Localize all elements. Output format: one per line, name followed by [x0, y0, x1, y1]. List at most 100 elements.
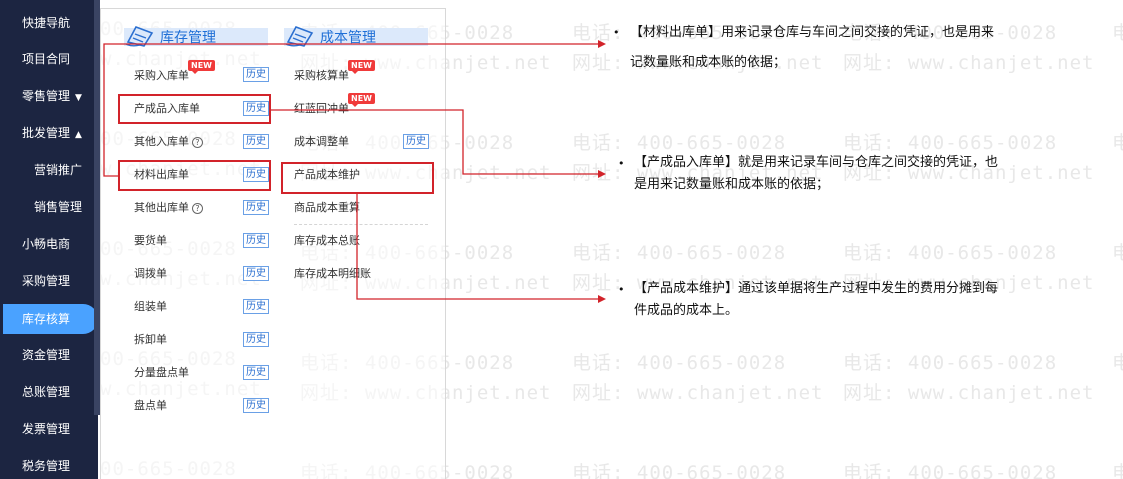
highlight-product-cost-maintenance [281, 162, 434, 194]
menu-item-stocktake[interactable]: 盘点单 [134, 396, 167, 416]
watermark-phone: 电话: 400-665-0028 [843, 352, 1058, 374]
sidebar-item-marketing[interactable]: 营销推广 [0, 155, 98, 185]
menu-item-inventory-cost-detail[interactable]: 库存成本明细账 [294, 264, 371, 284]
history-button[interactable]: 历史 [243, 200, 269, 215]
section-title-inventory: 库存管理 [124, 26, 216, 48]
menu-item-transfer[interactable]: 调拨单 [134, 264, 167, 284]
menu-item-label: 其他入库单 [134, 135, 189, 148]
help-icon[interactable]: ? [192, 203, 203, 214]
help-icon[interactable]: ? [192, 137, 203, 148]
sidebar-item-invoice[interactable]: 发票管理 [0, 414, 98, 444]
sidebar-item-label: 发票管理 [22, 422, 71, 436]
sidebar-item-label: 库存核算 [22, 312, 71, 326]
history-button[interactable]: 历史 [243, 332, 269, 347]
menu-item-red-blue-reversal[interactable]: 红蓝回冲单 [294, 99, 349, 119]
menu-item-label: 商品成本重算 [294, 201, 360, 214]
section-title-text: 成本管理 [320, 30, 376, 46]
new-badge: NEW [188, 60, 215, 74]
sidebar-item-purchase[interactable]: 采购管理 [0, 266, 98, 296]
sidebar-item-label: 税务管理 [22, 459, 71, 473]
menu-item-label: 库存成本明细账 [294, 267, 371, 280]
history-button[interactable]: 历史 [403, 134, 429, 149]
menu-item-other-inbound[interactable]: 其他入库单? [134, 132, 203, 152]
history-button[interactable]: 历史 [243, 398, 269, 413]
annotation-line: 【产成品入库单】就是用来记录车间与仓库之间交接的凭证，也 [634, 155, 999, 170]
sidebar-item-label: 采购管理 [22, 274, 71, 288]
watermark-edge: 电 [1112, 352, 1123, 374]
watermark-phone: 电话: 400-665-0028 [843, 242, 1058, 264]
document-list-icon [285, 26, 314, 47]
watermark-edge: 电 [1112, 462, 1123, 479]
annotation-line: 【材料出库单】用来记录仓库与车间之间交接的凭证，也是用来 [630, 25, 995, 40]
watermark-phone: 电话: 400-665-0028 [572, 242, 787, 264]
menu-item-purchase-accounting[interactable]: 采购核算单 [294, 66, 349, 86]
sidebar-item-general-ledger[interactable]: 总账管理 [0, 377, 98, 407]
menu-item-goods-cost-recalc[interactable]: 商品成本重算 [294, 198, 360, 218]
menu-item-disassembly[interactable]: 拆卸单 [134, 330, 167, 350]
sidebar-item-sales[interactable]: 销售管理 [0, 192, 98, 222]
annotation-line: 件成品的成本上。 [634, 303, 739, 318]
menu-item-assembly[interactable]: 组装单 [134, 297, 167, 317]
sidebar-scrollbar[interactable] [94, 0, 100, 415]
menu-item-label: 拆卸单 [134, 333, 167, 346]
menu-item-label: 组装单 [134, 300, 167, 313]
history-button[interactable]: 历史 [243, 67, 269, 82]
watermark-phone: 电话: 400-665-0028 [843, 462, 1058, 479]
menu-item-label: 采购核算单 [294, 69, 349, 82]
bullet-icon: • [618, 157, 625, 170]
annotation-line: 是用来记数量账和成本账的依据； [634, 177, 830, 192]
menu-item-inventory-cost-ledger[interactable]: 库存成本总账 [294, 231, 360, 251]
sidebar-item-label: 批发管理 [22, 126, 71, 140]
sidebar-item-label: 零售管理 [22, 89, 71, 103]
annotation-product-cost-maintenance: 【产品成本维护】通过该单据将生产过程中发生的费用分摊到每 件成品的成本上。 [634, 278, 1119, 322]
watermark-phone: 电话: 400-665-0028 [572, 462, 787, 479]
menu-item-label: 要货单 [134, 234, 167, 247]
menu-item-label: 成本调整单 [294, 135, 349, 148]
bullet-icon: • [618, 283, 625, 296]
menu-item-cost-adjustment[interactable]: 成本调整单 [294, 132, 349, 152]
menu-item-other-outbound[interactable]: 其他出库单? [134, 198, 203, 218]
menu-item-purchase-inbound[interactable]: 采购入库单 [134, 66, 189, 86]
highlight-material-outbound [118, 160, 271, 191]
menu-item-label: 分量盘点单 [134, 366, 189, 379]
sidebar-item-quick-nav[interactable]: 快捷导航 [0, 8, 98, 38]
history-button[interactable]: 历史 [243, 233, 269, 248]
sidebar-item-project-contract[interactable]: 项目合同 [0, 44, 98, 74]
sidebar-item-funds[interactable]: 资金管理 [0, 340, 98, 370]
new-badge: NEW [348, 93, 375, 107]
bullet-icon: • [613, 26, 620, 39]
annotation-material-outbound: 【材料出库单】用来记录仓库与车间之间交接的凭证，也是用来 记数量账和成本账的依据… [630, 20, 1115, 75]
watermark-phone: 电话: 400-665-0028 [843, 132, 1058, 154]
sidebar-nav: 快捷导航 项目合同 零售管理▼ 批发管理 ▲ 营销推广 销售管理 小畅电商 采购管… [0, 0, 98, 479]
history-button[interactable]: 历史 [243, 365, 269, 380]
menu-item-label: 调拨单 [134, 267, 167, 280]
history-button[interactable]: 历史 [243, 266, 269, 281]
section-divider [294, 224, 428, 225]
sidebar-item-label: 销售管理 [34, 200, 83, 214]
chevron-up-icon: ▲ [75, 130, 82, 140]
highlight-finished-goods-inbound [118, 94, 271, 124]
sidebar-item-tax[interactable]: 税务管理 [0, 451, 98, 479]
sidebar-item-retail[interactable]: 零售管理▼ [0, 81, 98, 111]
annotation-line: 记数量账和成本账的依据； [630, 55, 787, 70]
history-button[interactable]: 历史 [243, 299, 269, 314]
section-title-text: 库存管理 [160, 30, 216, 46]
section-title-cost: 成本管理 [284, 26, 376, 48]
menu-item-requisition[interactable]: 要货单 [134, 231, 167, 251]
history-button[interactable]: 历史 [243, 134, 269, 149]
section-title-band [124, 28, 268, 46]
watermark-edge: 电 [1112, 132, 1123, 154]
annotation-finished-goods-inbound: 【产成品入库单】就是用来记录车间与仓库之间交接的凭证，也 是用来记数量账和成本账… [634, 152, 1119, 196]
watermark-site: 网址: www.chanjet.net [572, 382, 824, 404]
sidebar-item-label: 总账管理 [22, 385, 71, 399]
sidebar-item-wholesale[interactable]: 批发管理 ▲ [0, 118, 98, 148]
menu-item-partial-stocktake[interactable]: 分量盘点单 [134, 363, 189, 383]
watermark-phone: 电话: 400-665-0028 [572, 352, 787, 374]
new-badge: NEW [348, 60, 375, 74]
sidebar-item-label: 营销推广 [34, 163, 83, 177]
watermark-edge: 电 [1112, 242, 1123, 264]
sidebar-item-inventory-accounting[interactable]: 库存核算 [3, 304, 98, 334]
menu-item-label: 盘点单 [134, 399, 167, 412]
sidebar-item-label: 项目合同 [22, 52, 71, 66]
sidebar-item-ecommerce[interactable]: 小畅电商 [0, 229, 98, 259]
